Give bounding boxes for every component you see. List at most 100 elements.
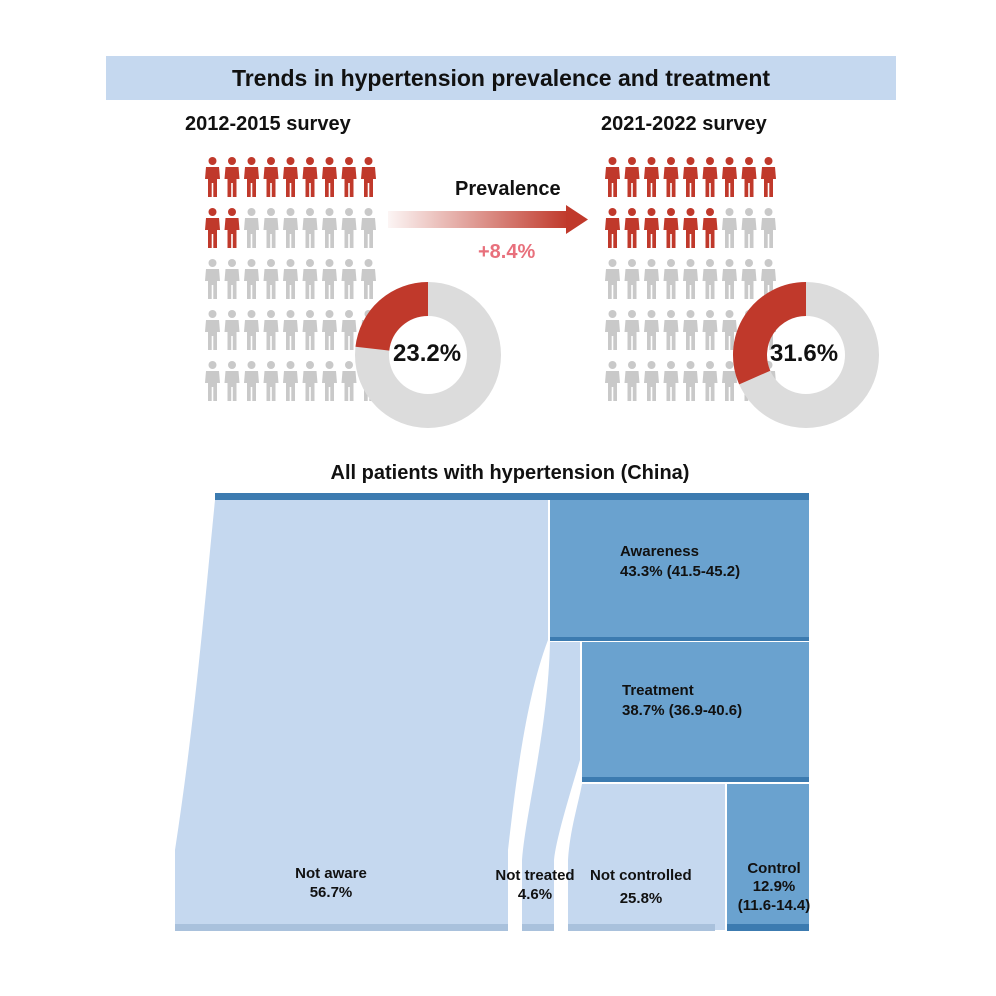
- donut-2021: [733, 282, 879, 428]
- person-icon: [683, 361, 698, 401]
- person-icon: [741, 259, 757, 299]
- control-base: [727, 924, 809, 931]
- person-icon: [624, 157, 640, 197]
- person-icon: [224, 361, 240, 401]
- person-icon: [722, 208, 737, 248]
- title-banner: [106, 56, 896, 100]
- person-icon: [283, 310, 298, 350]
- person-icon: [263, 259, 279, 299]
- person-icon: [722, 259, 737, 299]
- person-icon: [283, 157, 298, 197]
- person-icon: [341, 157, 357, 197]
- person-icon: [761, 208, 776, 248]
- person-icon: [322, 259, 337, 299]
- person-icon: [644, 157, 659, 197]
- sankey-diagram: [175, 493, 809, 931]
- person-icon: [644, 310, 659, 350]
- person-icon: [361, 259, 376, 299]
- person-icon: [605, 259, 620, 299]
- person-icon: [663, 361, 679, 401]
- person-icon: [663, 310, 679, 350]
- person-icon: [605, 310, 620, 350]
- person-icon: [341, 259, 357, 299]
- person-icon: [322, 361, 337, 401]
- donut-2021-value: 31.6%: [770, 340, 839, 367]
- person-icon: [263, 361, 279, 401]
- person-icon: [702, 259, 718, 299]
- person-icon: [244, 208, 259, 248]
- person-icon: [244, 361, 259, 401]
- person-icon: [224, 310, 240, 350]
- person-icon: [205, 310, 220, 350]
- person-icon: [741, 157, 757, 197]
- not-controlled-value: 25.8%: [619, 890, 663, 907]
- donut-2012: [355, 282, 501, 428]
- not-aware-flow: [175, 500, 548, 930]
- person-icon: [244, 259, 259, 299]
- person-icon: [741, 208, 757, 248]
- person-icon: [283, 259, 298, 299]
- person-icon: [624, 259, 640, 299]
- awareness-edge: [550, 637, 809, 641]
- treatment-node: [582, 642, 809, 782]
- person-icon: [605, 361, 620, 401]
- donut-2012-slice: [355, 282, 429, 352]
- person-icon: [244, 310, 259, 350]
- person-icon: [283, 361, 298, 401]
- person-icon: [683, 310, 698, 350]
- person-icon: [683, 157, 698, 197]
- person-icon: [341, 361, 357, 401]
- person-icon: [205, 259, 220, 299]
- person-icon: [702, 157, 718, 197]
- not-treated-label: Not treated: [495, 867, 575, 884]
- person-icon: [302, 310, 318, 350]
- control-node: [727, 784, 809, 930]
- prevalence-change: +8.4%: [478, 241, 536, 263]
- treatment-label: Treatment: [622, 682, 694, 699]
- sankey-title: All patients with hypertension (China): [330, 462, 690, 484]
- person-icon: [361, 157, 376, 197]
- person-icon: [302, 157, 318, 197]
- control-ci: (11.6-14.4): [737, 897, 811, 914]
- person-icon: [302, 208, 318, 248]
- control-value: 12.9%: [752, 878, 796, 895]
- person-icon: [605, 208, 620, 248]
- survey-2012-label: 2012-2015 survey: [185, 113, 351, 135]
- person-icon: [224, 157, 240, 197]
- person-icon: [624, 361, 640, 401]
- person-icon: [322, 157, 337, 197]
- control-label: Control: [747, 860, 801, 877]
- person-icon: [644, 259, 659, 299]
- person-icon: [663, 259, 679, 299]
- not-controlled-flow: [568, 784, 725, 930]
- person-icon: [322, 208, 337, 248]
- people-grid-2012: [205, 157, 376, 401]
- person-icon: [702, 310, 718, 350]
- awareness-value: 43.3% (41.5-45.2): [620, 563, 741, 580]
- treatment-value: 38.7% (36.9-40.6): [622, 702, 743, 719]
- not-treated-base: [522, 924, 554, 931]
- person-icon: [283, 208, 298, 248]
- not-controlled-label: Not controlled: [590, 867, 692, 884]
- person-icon: [702, 361, 718, 401]
- person-icon: [244, 157, 259, 197]
- person-icon: [663, 157, 679, 197]
- person-icon: [361, 208, 376, 248]
- person-icon: [722, 361, 737, 401]
- person-icon: [761, 157, 776, 197]
- person-icon: [224, 208, 240, 248]
- not-aware-base: [175, 924, 508, 931]
- awareness-label: Awareness: [620, 543, 699, 560]
- awareness-node: [550, 500, 809, 640]
- arrow-head: [566, 205, 588, 234]
- person-icon: [263, 157, 279, 197]
- person-icon: [341, 310, 357, 350]
- person-icon: [683, 208, 698, 248]
- person-icon: [722, 310, 737, 350]
- page-title: Trends in hypertension prevalence and tr…: [231, 65, 771, 91]
- person-icon: [322, 310, 337, 350]
- person-icon: [663, 208, 679, 248]
- person-icon: [644, 208, 659, 248]
- not-controlled-base: [568, 924, 715, 931]
